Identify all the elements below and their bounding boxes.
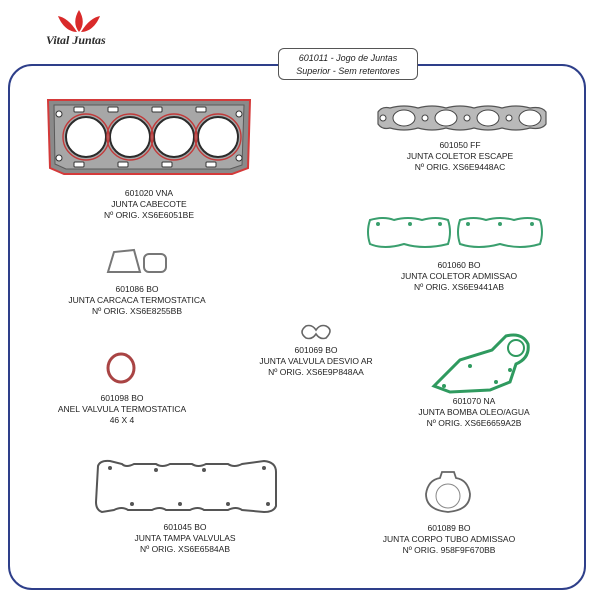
part-label-601069: 601069 BO JUNTA VALVULA DESVIO AR Nº ORI… [246, 345, 386, 378]
part-label-601089: 601089 BO JUNTA CORPO TUBO ADMISSAO Nº O… [374, 523, 524, 556]
part-code: 601098 BO [100, 393, 144, 403]
kit-title-box: 601011 - Jogo de Juntas Superior - Sem r… [278, 48, 418, 80]
brand-logo [46, 8, 126, 54]
thermostat-ring-image [106, 352, 136, 384]
part-orig: Nº ORIG. 958F9F670BB [402, 545, 496, 555]
kit-title-line2: Superior - Sem retentores [296, 66, 400, 76]
intake-gasket-image [367, 217, 543, 248]
part-orig: Nº ORIG. XS6E6051BE [103, 210, 195, 220]
part-code: 601020 VNA [124, 188, 174, 198]
part-code: 601060 BO [437, 260, 481, 270]
part-label-601070: 601070 NA JUNTA BOMBA OLEO/AGUA Nº ORIG.… [404, 396, 544, 429]
exhaust-gasket-image [377, 105, 547, 131]
part-label-601060: 601060 BO JUNTA COLETOR ADMISSAO Nº ORIG… [384, 260, 534, 293]
part-name: JUNTA TAMPA VALVULAS [134, 533, 236, 543]
part-orig: Nº ORIG. XS6E6659A2B [426, 418, 522, 428]
part-code: 601050 FF [439, 140, 481, 150]
bypass-valve-gasket-image [301, 324, 331, 340]
lotus-logo-icon [58, 10, 100, 32]
pump-gasket-image [431, 333, 530, 394]
part-name: JUNTA CABECOTE [111, 199, 187, 209]
part-code: 601086 BO [115, 284, 159, 294]
part-orig: Nº ORIG. XS6E8255BB [91, 306, 183, 316]
valve-cover-gasket-image [94, 459, 277, 514]
part-code: 601070 NA [452, 396, 496, 406]
brand-name: Vital Juntas [46, 33, 106, 47]
part-code: 601069 BO [294, 345, 338, 355]
part-label-601020: 601020 VNA JUNTA CABECOTE Nº ORIG. XS6E6… [74, 188, 224, 221]
thermostat-housing-gasket-image [106, 248, 167, 273]
part-label-601098: 601098 BO ANEL VALVULA TERMOSTATICA 46 X… [42, 393, 202, 426]
part-name: JUNTA CORPO TUBO ADMISSAO [382, 534, 516, 544]
kit-title-line1: 601011 - Jogo de Juntas [298, 53, 398, 63]
part-orig: 46 X 4 [109, 415, 135, 425]
part-label-601086: 601086 BO JUNTA CARCACA TERMOSTATICA Nº … [62, 284, 212, 317]
part-orig: Nº ORIG. XS6E9P848AA [268, 367, 364, 377]
part-name: JUNTA BOMBA OLEO/AGUA [418, 407, 530, 417]
part-label-601050: 601050 FF JUNTA COLETOR ESCAPE Nº ORIG. … [390, 140, 530, 173]
part-orig: Nº ORIG. XS6E9441AB [413, 282, 505, 292]
part-code: 601045 BO [163, 522, 207, 532]
part-name: ANEL VALVULA TERMOSTATICA [57, 404, 187, 414]
part-name: JUNTA COLETOR ESCAPE [406, 151, 514, 161]
part-name: JUNTA CARCACA TERMOSTATICA [68, 295, 206, 305]
part-name: JUNTA VALVULA DESVIO AR [259, 356, 373, 366]
part-orig: Nº ORIG. XS6E9448AC [414, 162, 506, 172]
intake-tube-gasket-image [425, 471, 471, 513]
part-name: JUNTA COLETOR ADMISSAO [400, 271, 518, 281]
part-code: 601089 BO [427, 523, 471, 533]
part-orig: Nº ORIG. XS6E6584AB [139, 544, 231, 554]
head-gasket-image [46, 99, 252, 175]
part-label-601045: 601045 BO JUNTA TAMPA VALVULAS Nº ORIG. … [110, 522, 260, 555]
